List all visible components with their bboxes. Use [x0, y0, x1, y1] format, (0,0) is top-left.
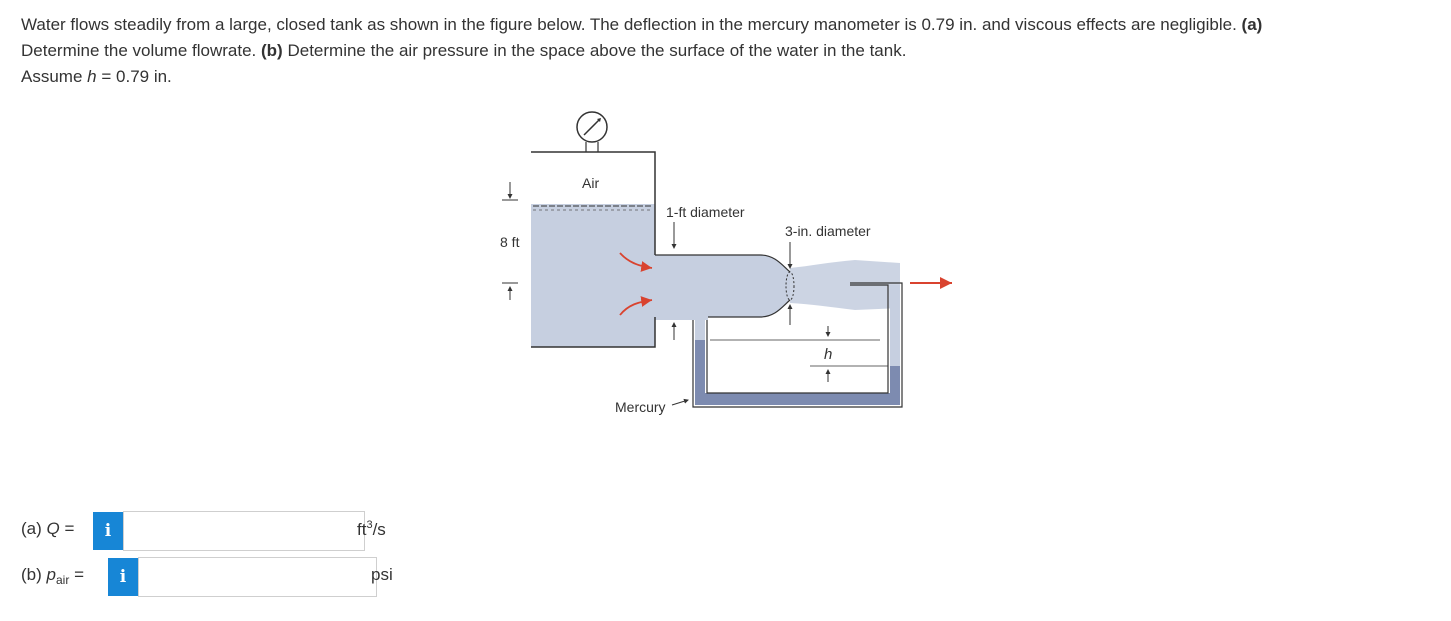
answer-a-equals: = [64, 519, 75, 538]
part-b-marker: (b) [261, 41, 283, 60]
answer-b-unit: psi [371, 565, 393, 585]
answer-a-unit-base: ft [357, 520, 367, 539]
answer-a-input[interactable] [123, 511, 365, 551]
label-mercury: Mercury [615, 399, 666, 415]
question-line-2: Determine the volume flowrate. [21, 41, 257, 60]
assume-prefix: Assume [21, 67, 83, 86]
answer-b-equals: = [74, 565, 84, 584]
answer-a-prefix: (a) [21, 519, 42, 538]
answer-a-variable: Q [46, 519, 60, 538]
mercury-manometer [671, 282, 903, 408]
water-jet [790, 260, 900, 310]
answer-row-a: (a) Q = i ft3/s [21, 511, 421, 551]
water-region [531, 204, 790, 347]
answer-row-b: (b) pair = i psi [21, 557, 421, 597]
pipe-outline [655, 254, 791, 318]
label-throat-diameter: 3-in. diameter [785, 223, 871, 239]
answer-b-subscript: air [55, 573, 70, 587]
question-line-1: Water flows steadily from a large, close… [21, 15, 1237, 34]
part-a-marker: (a) [1241, 15, 1263, 34]
tank-manometer-figure: Air 1-ft diameter 3-in. diameter 8 ft h … [500, 111, 952, 415]
label-pipe-diameter: 1-ft diameter [666, 204, 745, 220]
answer-b-info-icon[interactable]: i [108, 558, 138, 596]
question-line-2-post: Determine the air pressure in the space … [287, 41, 907, 60]
tank-wall [531, 151, 656, 348]
pressure-gauge-icon [576, 111, 608, 152]
answer-b-prefix: (b) [21, 565, 42, 584]
answer-a-unit-tail: /s [372, 520, 386, 539]
question-text: Water flows steadily from a large, close… [21, 12, 1446, 90]
assume-variable: h [87, 67, 97, 86]
answer-b-variable: p [46, 565, 56, 584]
answer-a-label: (a) Q = [21, 519, 74, 539]
answer-b-input[interactable] [138, 557, 377, 597]
label-air: Air [582, 175, 599, 191]
label-depth: 8 ft [500, 234, 520, 250]
label-h: h [824, 346, 832, 363]
assume-value: = 0.79 in. [101, 67, 172, 86]
answer-a-info-icon[interactable]: i [93, 512, 123, 550]
answer-b-label: (b) pair = [21, 565, 84, 587]
answer-a-unit-exponent: 3 [366, 519, 373, 531]
answer-b-unit-base: psi [371, 565, 393, 584]
answer-a-unit: ft3/s [357, 519, 386, 540]
